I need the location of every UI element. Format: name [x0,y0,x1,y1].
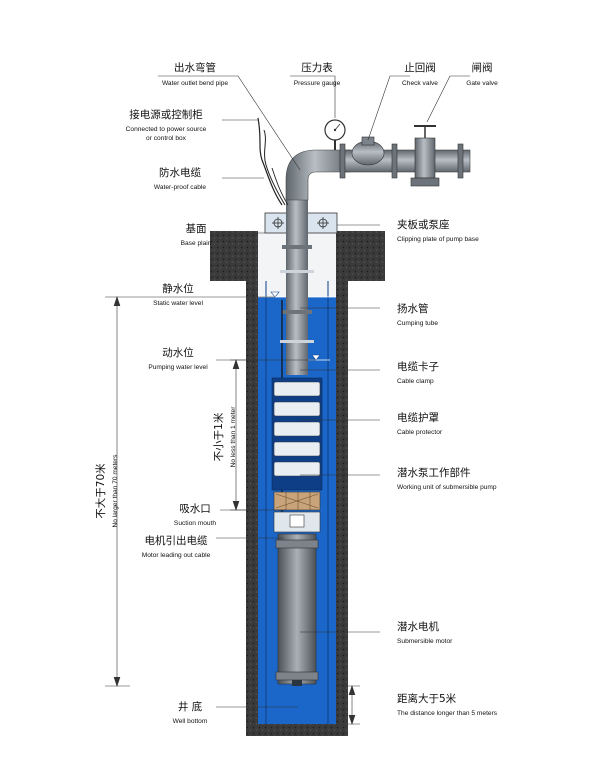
label-working-unit: 潜水泵工作部件 Working unit of submersible pump [397,466,497,491]
label-distance-5m-cn: 距离大于5米 [397,692,457,705]
label-pumping-water-level-cn: 动水位 [162,346,194,359]
dimension-1m-en: No less than 1 meter [230,406,237,468]
label-power-source-cn: 接电源或控制柜 [129,108,203,121]
label-base-plain-cn: 基面 [186,222,207,235]
label-static-water-level-en: Static water level [153,300,203,307]
dimension-1m-label: 不小于1米 No less than 1 meter [212,406,237,468]
check-valve [351,136,385,166]
dimension-70m-cn: 不大于70米 [94,463,107,519]
label-waterproof-cable: 防水电缆 Water-proof cable [154,166,206,191]
label-motor-cable-cn: 电机引出电缆 [145,534,208,547]
label-well-bottom-en: Well bottom [173,718,208,725]
label-motor-cable-en: Motor leading out cable [142,552,211,559]
label-base-plain: 基面 Base plain [181,222,212,247]
well-wall-left [246,281,258,736]
label-suction-mouth-cn: 吸水口 [179,503,211,515]
label-pressure-gauge-en: Pressure gauge [294,80,341,87]
gate-valve [410,125,440,187]
pumping-water-level-marker [311,354,321,361]
dimension-70m-en: No larger than 70 meters [112,454,119,528]
label-clipping-plate: 夹板或泵座 Clipping plate of pump base [397,218,479,243]
leader-lines [130,75,470,708]
well-wall-bottom [246,724,348,736]
pumping-tube [282,143,471,375]
label-submersible-motor: 潜水电机 Submersible motor [397,620,453,645]
label-pumping-water-level-en: Pumping water level [148,364,208,371]
submersible-motor [275,533,319,686]
pump-working-unit [271,377,323,533]
label-cable-clamp-cn: 电缆卡子 [397,360,439,373]
label-submersible-motor-cn: 潜水电机 [397,620,439,633]
static-water-level-marker [270,291,280,298]
label-gate-valve-en: Gate valve [466,80,498,87]
label-pressure-gauge-cn: 压力表 [301,61,333,74]
label-cable-protector: 电缆护罩 Cable protector [397,411,443,436]
label-outlet-bend-pipe-cn: 出水弯管 [174,61,216,74]
label-power-source-en1: Connected to power source [126,126,207,133]
label-pressure-gauge: 压力表 Pressure gauge [294,61,341,87]
label-outlet-bend-pipe: 出水弯管 Water outlet bend pipe [162,61,228,87]
label-cable-clamp: 电缆卡子 Cable clamp [397,360,439,385]
dimension-5m [336,685,360,725]
label-working-unit-cn: 潜水泵工作部件 [397,466,471,479]
label-pumping-water-level: 动水位 Pumping water level [148,346,208,371]
label-check-valve: 止回阀 Check valve [402,61,438,87]
label-gate-valve-cn: 闸阀 [472,61,493,74]
label-distance-5m: 距离大于5米 The distance longer than 5 meters [397,692,498,717]
label-clipping-plate-en: Clipping plate of pump base [397,236,479,243]
label-motor-cable: 电机引出电缆 Motor leading out cable [142,534,211,559]
label-suction-mouth: 吸水口 Suction mouth [174,503,216,527]
cable-clamps [280,270,314,343]
dimension-70m-label: 不大于70米 No larger than 70 meters [94,454,119,528]
label-pumping-tube-cn: 扬水管 [397,302,429,315]
label-cable-protector-en: Cable protector [397,429,443,436]
label-static-water-level-cn: 静水位 [162,282,194,295]
label-outlet-bend-pipe-en: Water outlet bend pipe [162,80,228,87]
well-wall-right [336,281,348,736]
label-pumping-tube: 扬水管 Cumping tube [397,302,438,327]
label-check-valve-en: Check valve [402,80,438,87]
label-distance-5m-en: The distance longer than 5 meters [397,710,498,717]
dimension-1m-cn: 不小于1米 [212,412,225,461]
dimension-70m [105,296,130,687]
label-cable-clamp-en: Cable clamp [397,378,434,385]
label-static-water-level: 静水位 Static water level [153,282,203,307]
label-waterproof-cable-cn: 防水电缆 [159,166,201,179]
label-clipping-plate-cn: 夹板或泵座 [397,218,450,231]
label-suction-mouth-en: Suction mouth [174,520,216,527]
label-working-unit-en: Working unit of submersible pump [397,484,497,491]
label-gate-valve: 闸阀 Gate valve [466,61,498,87]
label-base-plain-en: Base plain [181,240,212,247]
label-cable-protector-cn: 电缆护罩 [397,411,439,424]
pressure-gauge [324,119,346,150]
label-pumping-tube-en: Cumping tube [397,320,438,327]
label-power-source: 接电源或控制柜 Connected to power source or con… [126,108,207,142]
label-well-bottom: 井 底 Well bottom [173,700,208,725]
label-check-valve-cn: 止回阀 [404,61,436,74]
label-well-bottom-cn: 井 底 [178,700,203,713]
label-submersible-motor-en: Submersible motor [397,638,453,645]
label-power-source-en2: or control box [146,135,187,142]
label-waterproof-cable-en: Water-proof cable [154,184,206,191]
